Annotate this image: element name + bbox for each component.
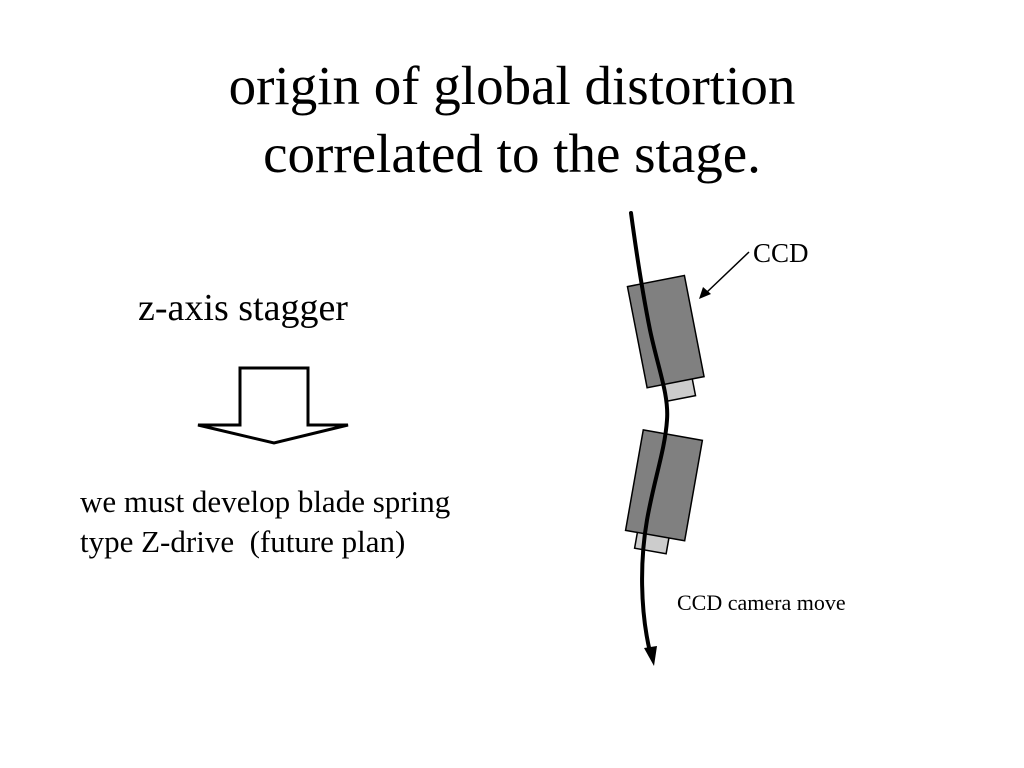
slide-title: origin of global distortion correlated t…: [0, 52, 1024, 188]
future-plan-line-2: type Z-drive (future plan): [80, 524, 406, 559]
slide-title-line-2: correlated to the stage.: [263, 123, 761, 184]
ccd-camera-upper-body: [626, 274, 705, 389]
ccd-camera-upper: [626, 274, 705, 403]
future-plan-text: we must develop blade spring type Z-driv…: [80, 482, 450, 562]
camera-move-label: CCD camera move: [677, 590, 846, 615]
down-block-arrow-icon: [197, 366, 349, 445]
motion-arrowhead-icon: [644, 646, 657, 666]
ccd-camera-lower-body: [624, 429, 704, 542]
ccd-pointer-arrowhead-icon: [699, 287, 711, 299]
slide-title-line-1: origin of global distortion: [228, 55, 796, 116]
z-axis-stagger-heading: z-axis stagger: [138, 287, 348, 329]
ccd-label: CCD: [753, 238, 809, 268]
ccd-pointer-line: [705, 251, 750, 294]
future-plan-line-1: we must develop blade spring: [80, 484, 451, 519]
camera-motion-path: [629, 211, 670, 654]
